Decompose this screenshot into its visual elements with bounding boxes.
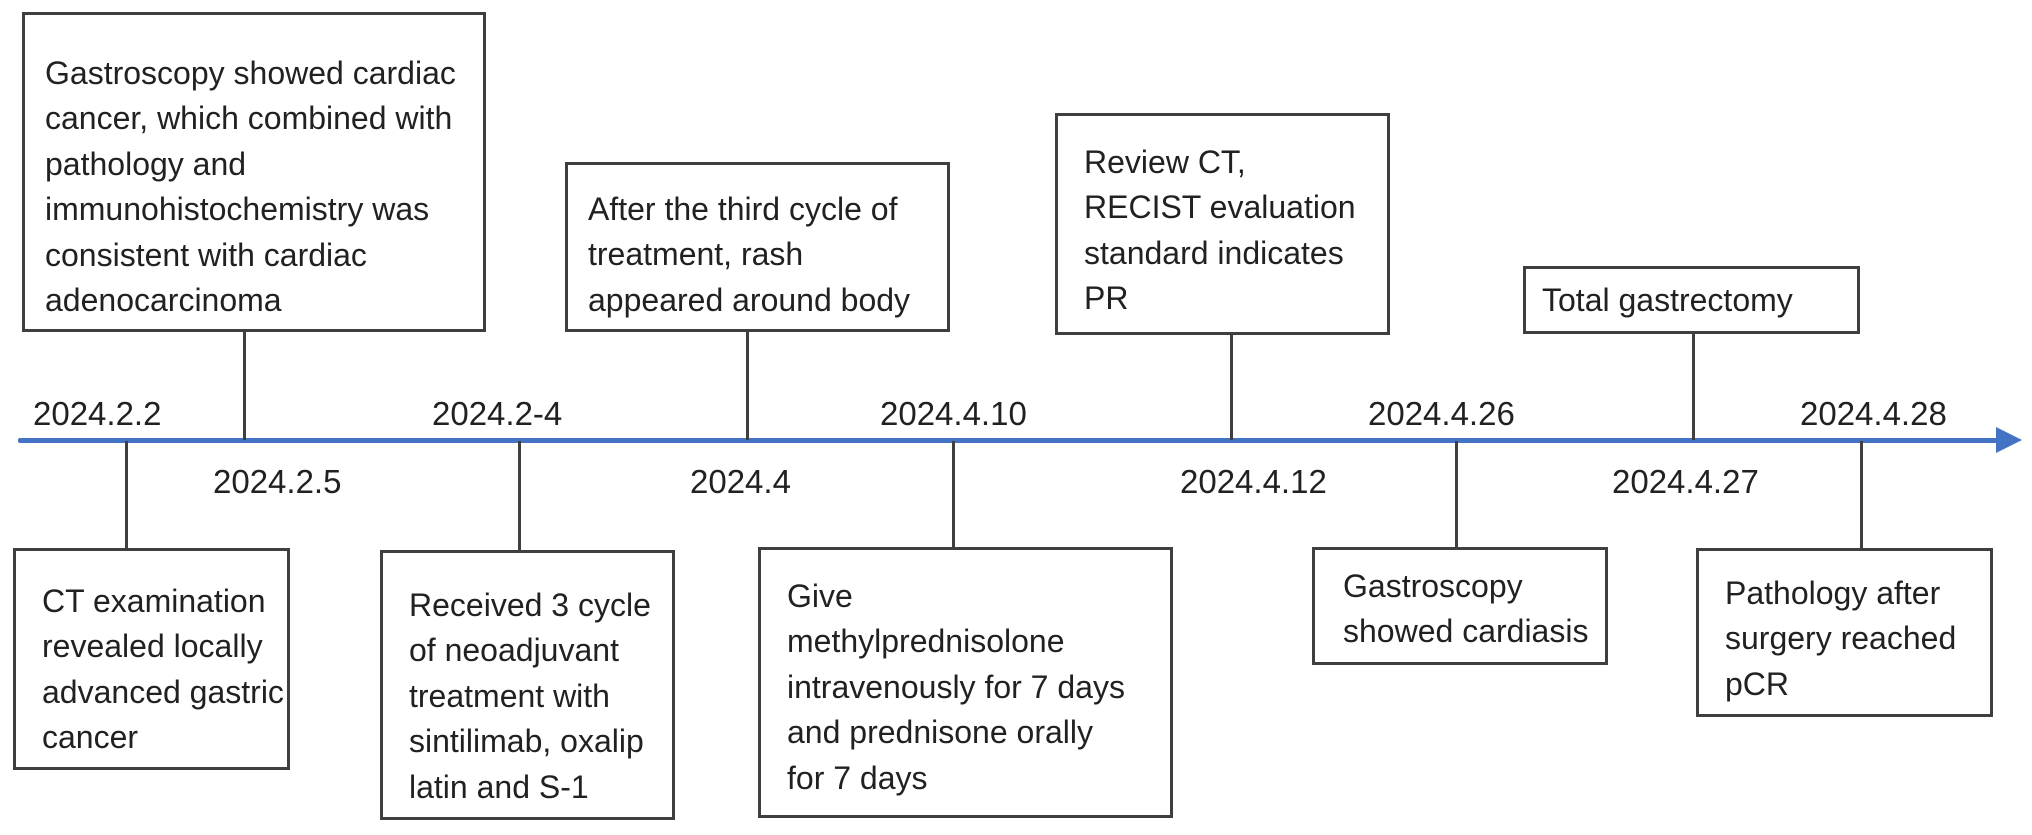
event-connector-total-gastrectomy: [1692, 334, 1695, 440]
event-date-review-ct-pr: 2024.4.12: [1180, 463, 1327, 500]
event-box-gastroscopy-cardiac-cancer: Gastroscopy showed cardiac cancer, which…: [22, 12, 486, 332]
event-connector-rash: [746, 332, 749, 440]
event-date-methylprednisolone: 2024.4.10: [880, 395, 1027, 432]
arrow-right-icon: [1996, 427, 2022, 453]
event-box-review-ct-pr: Review CT, RECIST evaluation standard in…: [1055, 113, 1390, 335]
event-box-ct-examination: CT examination revealed locally advanced…: [13, 548, 290, 770]
event-date-rash: 2024.4: [690, 463, 791, 500]
event-date-pathology-pcr: 2024.4.28: [1800, 395, 1947, 432]
event-date-gastroscopy-cardiasis: 2024.4.26: [1368, 395, 1515, 432]
event-date-gastroscopy-cardiac-cancer: 2024.2.5: [213, 463, 342, 500]
event-connector-neoadjuvant-treatment: [518, 441, 521, 550]
event-box-pathology-pcr: Pathology after surgery reached pCR: [1696, 548, 1993, 717]
event-connector-ct-examination: [125, 441, 128, 548]
event-connector-pathology-pcr: [1860, 441, 1863, 548]
event-connector-gastroscopy-cardiasis: [1455, 441, 1458, 547]
event-box-neoadjuvant-treatment: Received 3 cycle of neoadjuvant treatmen…: [380, 550, 675, 820]
event-date-ct-examination: 2024.2.2: [33, 395, 162, 432]
event-connector-methylprednisolone: [952, 441, 955, 547]
event-box-rash: After the third cycle of treatment, rash…: [565, 162, 950, 332]
event-connector-review-ct-pr: [1230, 335, 1233, 440]
event-connector-gastroscopy-cardiac-cancer: [243, 332, 246, 440]
event-date-total-gastrectomy: 2024.4.27: [1612, 463, 1759, 500]
event-box-gastroscopy-cardiasis: Gastroscopy showed cardiasis: [1312, 547, 1608, 665]
event-date-neoadjuvant-treatment: 2024.2-4: [432, 395, 563, 432]
timeline-axis-line: [18, 438, 2002, 443]
event-box-methylprednisolone: Give methylprednisolone intravenously fo…: [758, 547, 1173, 818]
event-box-total-gastrectomy: Total gastrectomy: [1523, 266, 1860, 334]
